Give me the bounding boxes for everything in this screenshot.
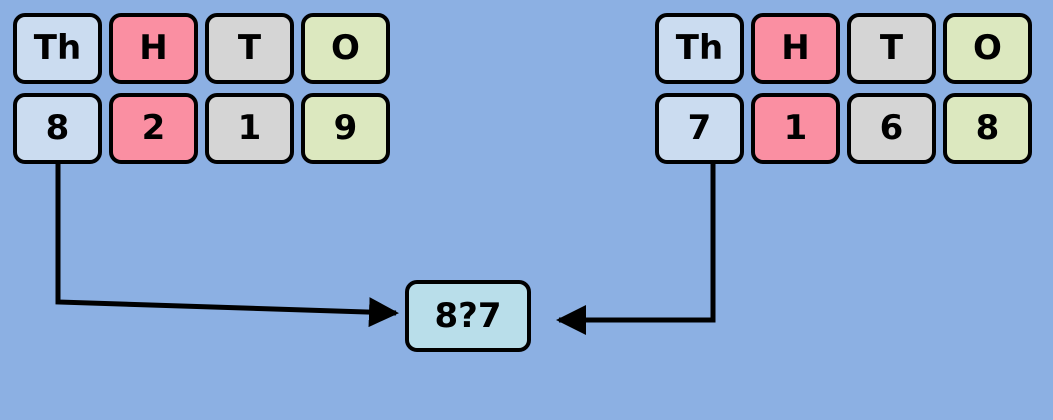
left-digit-thousands[interactable]: 8	[13, 93, 102, 164]
left-digit-hundreds-value: 2	[141, 107, 166, 148]
left-header-thousands-label: Th	[33, 27, 82, 68]
right-header-ones-label: O	[973, 27, 1002, 68]
right-header-thousands-label: Th	[675, 27, 724, 68]
left-digit-thousands-value: 8	[45, 107, 70, 148]
left-digit-tens[interactable]: 1	[205, 93, 294, 164]
right-digit-tens-value: 6	[879, 107, 904, 148]
connector-left-path	[55, 155, 399, 328]
left-header-tens: T	[205, 13, 294, 84]
right-digit-tens[interactable]: 6	[847, 93, 936, 164]
right-digit-ones-value: 8	[975, 107, 1000, 148]
right-digit-ones[interactable]: 8	[943, 93, 1032, 164]
left-number-place-value-grid: Th H T O 8 2 1 9	[13, 13, 390, 164]
connector-right-path	[556, 155, 716, 335]
left-header-hundreds: H	[109, 13, 198, 84]
left-header-ones-label: O	[331, 27, 360, 68]
left-digit-hundreds[interactable]: 2	[109, 93, 198, 164]
right-digit-thousands-value: 7	[687, 107, 712, 148]
left-header-tens-label: T	[237, 27, 262, 68]
left-digit-ones[interactable]: 9	[301, 93, 390, 164]
right-header-ones: O	[943, 13, 1032, 84]
right-header-tens-label: T	[879, 27, 904, 68]
right-header-tens: T	[847, 13, 936, 84]
right-header-hundreds-label: H	[781, 27, 810, 68]
left-header-hundreds-label: H	[139, 27, 168, 68]
right-digit-hundreds-value: 1	[783, 107, 808, 148]
left-digit-ones-value: 9	[333, 107, 358, 148]
right-header-hundreds: H	[751, 13, 840, 84]
left-header-thousands: Th	[13, 13, 102, 84]
left-header-ones: O	[301, 13, 390, 84]
right-digit-thousands[interactable]: 7	[655, 93, 744, 164]
comparison-expression: 8?7	[434, 296, 502, 336]
left-digit-tens-value: 1	[237, 107, 262, 148]
right-number-place-value-grid: Th H T O 7 1 6 8	[655, 13, 1032, 164]
right-header-thousands: Th	[655, 13, 744, 84]
right-digit-hundreds[interactable]: 1	[751, 93, 840, 164]
comparison-box[interactable]: 8?7	[405, 280, 531, 352]
